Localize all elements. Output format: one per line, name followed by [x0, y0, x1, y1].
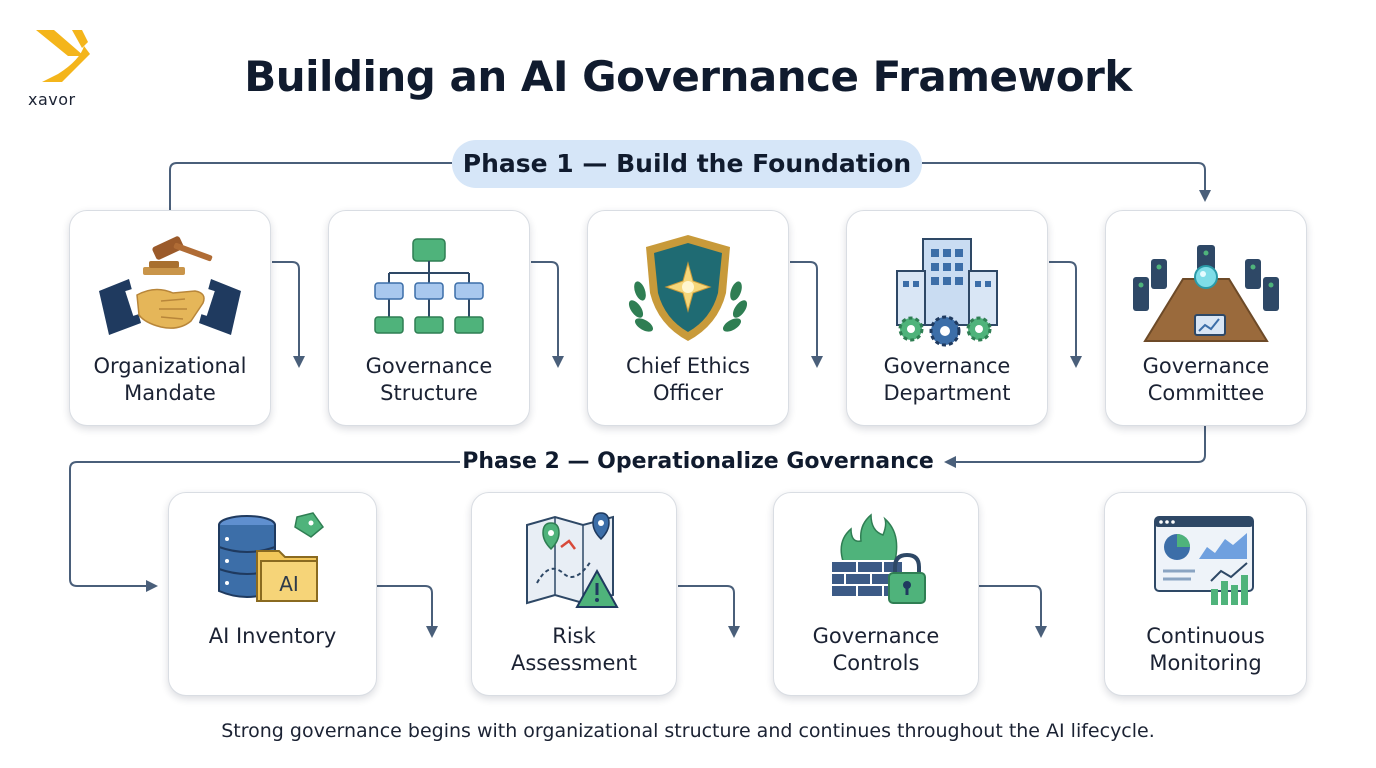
card-label: Governance Controls: [774, 623, 978, 677]
card-chief-ethics-officer: Chief Ethics Officer: [587, 210, 789, 426]
card-label-line1: AI Inventory: [208, 624, 337, 648]
card-risk-assessment: Risk Assessment: [471, 492, 677, 696]
card-governance-controls: Governance Controls: [773, 492, 979, 696]
xavor-logo: xavor: [26, 26, 96, 112]
boardroom-icon: [1133, 245, 1279, 342]
risk-map-icon: [526, 512, 619, 608]
card-label-line1: Governance: [365, 354, 493, 378]
phase-1-pill: Phase 1 — Build the Foundation: [452, 140, 922, 188]
card-label: Organizational Mandate: [70, 353, 270, 407]
card-governance-structure: Governance Structure: [328, 210, 530, 426]
gavel-handshake-icon: [99, 236, 241, 335]
card-label-line1: Organizational: [93, 354, 247, 378]
card-label-line1: Governance: [883, 354, 1011, 378]
card-label-line1: Risk: [552, 624, 596, 648]
card-label-line1: Continuous: [1146, 624, 1265, 648]
card-label-line2: Monitoring: [1149, 651, 1262, 675]
card-ai-inventory: AI AI Inventory: [168, 492, 377, 696]
card-label-line2: Officer: [653, 381, 723, 405]
dashboard-icon: [1153, 516, 1254, 605]
card-label: Governance Committee: [1106, 353, 1306, 407]
page-title: Building an AI Governance Framework: [244, 52, 1132, 101]
card-label: Chief Ethics Officer: [588, 353, 788, 407]
card-label-line2: Mandate: [124, 381, 216, 405]
phase-2-label: Phase 2 — Operationalize Governance: [460, 445, 936, 479]
card-label-line2: Controls: [832, 651, 920, 675]
card-label-line2: Assessment: [511, 651, 637, 675]
database-folder-icon: AI: [217, 512, 324, 602]
card-label-line2: Structure: [380, 381, 478, 405]
card-label-line1: Governance: [812, 624, 940, 648]
footer-caption: Strong governance begins with organizati…: [221, 720, 1155, 742]
card-label-line1: Chief Ethics: [626, 354, 750, 378]
card-label-line1: Governance: [1142, 354, 1270, 378]
xavor-logo-mark: [36, 30, 90, 82]
card-governance-committee: Governance Committee: [1105, 210, 1307, 426]
shield-emblem-icon: [628, 235, 748, 341]
card-organizational-mandate: Organizational Mandate: [69, 210, 271, 426]
card-label: Governance Structure: [329, 353, 529, 407]
card-label: AI Inventory: [169, 623, 376, 650]
card-governance-department: Governance Department: [846, 210, 1048, 426]
card-label-line2: Department: [883, 381, 1011, 405]
building-gears-icon: [896, 238, 998, 347]
card-label: Continuous Monitoring: [1105, 623, 1306, 677]
firewall-lock-icon: [830, 513, 926, 604]
card-label-line2: Committee: [1147, 381, 1265, 405]
folder-ai-text: AI: [279, 572, 299, 596]
card-label: Governance Department: [847, 353, 1047, 407]
logo-text: xavor: [28, 90, 76, 109]
card-label: Risk Assessment: [472, 623, 676, 677]
org-chart-icon: [374, 238, 484, 334]
card-continuous-monitoring: Continuous Monitoring: [1104, 492, 1307, 696]
